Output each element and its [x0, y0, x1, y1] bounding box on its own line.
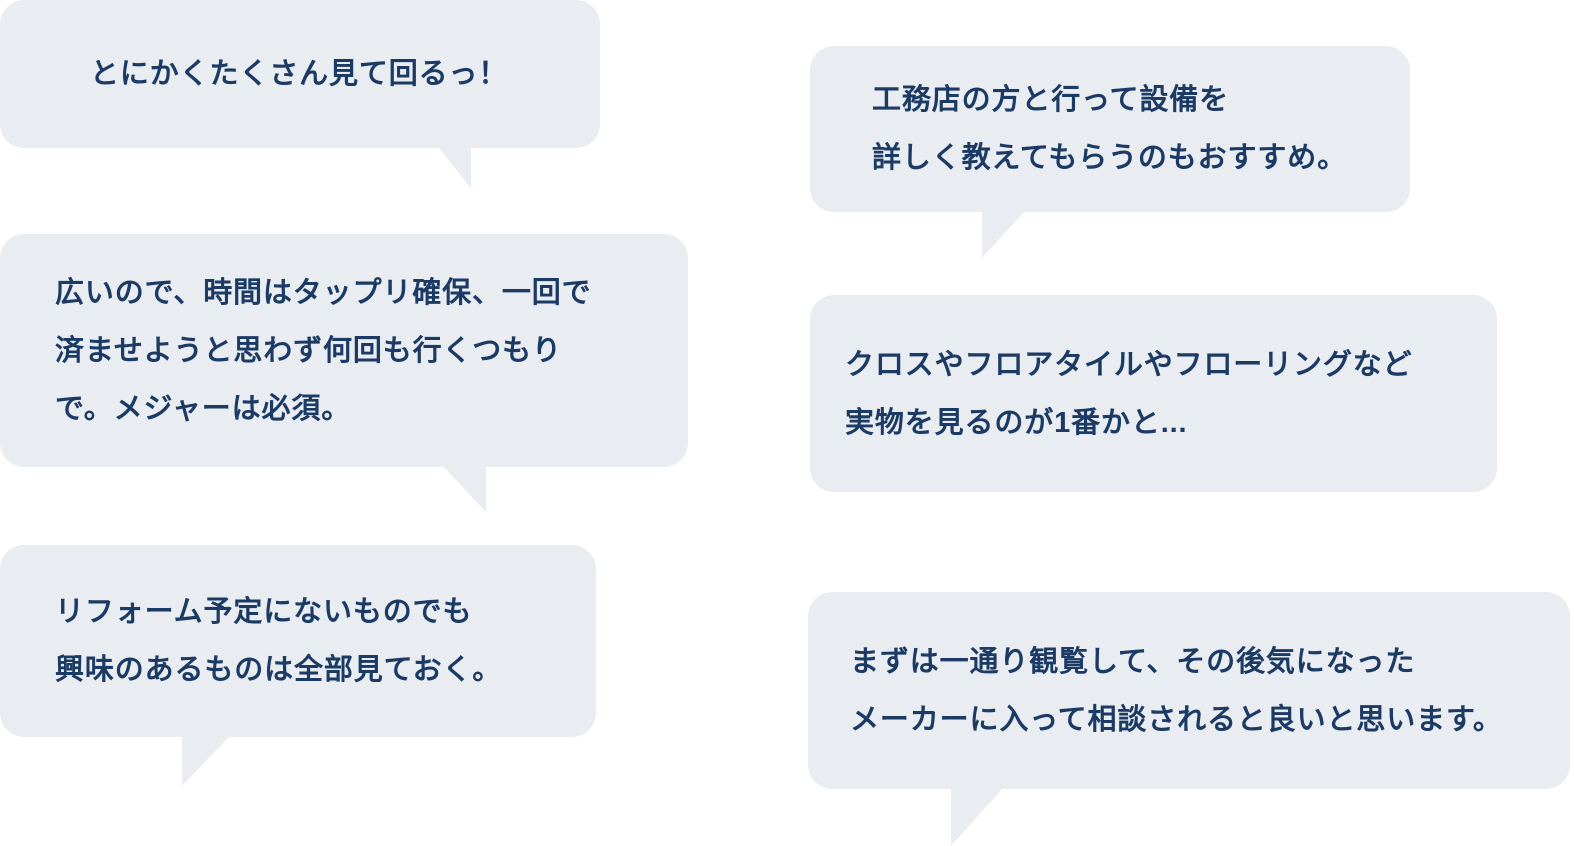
bubble-text-line: とにかくたくさん見て回るっ！ [90, 58, 509, 90]
bubble-text-line: クロスやフロアタイルやフローリングなど [845, 348, 1413, 381]
speech-bubble-3: 広いので、時間はタップリ確保、一回で 済ませようと思わず何回も行くつもり で。メ… [0, 234, 688, 467]
bubble-text-line: 済ませようと思わず何回も行くつもり [55, 334, 562, 367]
speech-bubble-2: 工務店の方と行って設備を 詳しく教えてもらうのもおすすめ。 [810, 46, 1410, 212]
bubble-text-line: 詳しく教えてもらうのもおすすめ。 [872, 142, 1348, 174]
bubble-text-line: 広いので、時間はタップリ確保、一回で [55, 276, 592, 309]
bubble-tail-5 [182, 736, 230, 786]
bubble-text-line: で。メジャーは必須。 [55, 392, 352, 425]
bubble-text-line: まずは一通り観覧して、その後気になった [850, 645, 1416, 678]
speech-bubble-1: とにかくたくさん見て回るっ！ [0, 0, 600, 148]
bubble-text-line: 実物を見るのが1番かと... [845, 406, 1188, 439]
speech-bubble-5: リフォーム予定にないものでも 興味のあるものは全部見ておく。 [0, 545, 596, 737]
bubble-text-line: リフォーム予定にないものでも [55, 596, 473, 628]
speech-bubble-6: まずは一通り観覧して、その後気になった メーカーに入って相談されると良いと思いま… [808, 592, 1570, 789]
bubble-tail-1 [438, 147, 471, 188]
bubble-tail-3 [443, 466, 486, 512]
speech-bubble-4: クロスやフロアタイルやフローリングなど 実物を見るのが1番かと... [810, 295, 1497, 492]
bubble-text-line: メーカーに入って相談されると良いと思います。 [850, 703, 1503, 736]
bubble-tail-6 [951, 788, 1003, 846]
bubble-text-line: 工務店の方と行って設備を [872, 84, 1229, 116]
bubble-tail-2 [982, 211, 1025, 258]
bubble-text-line: 興味のあるものは全部見ておく。 [55, 654, 503, 686]
